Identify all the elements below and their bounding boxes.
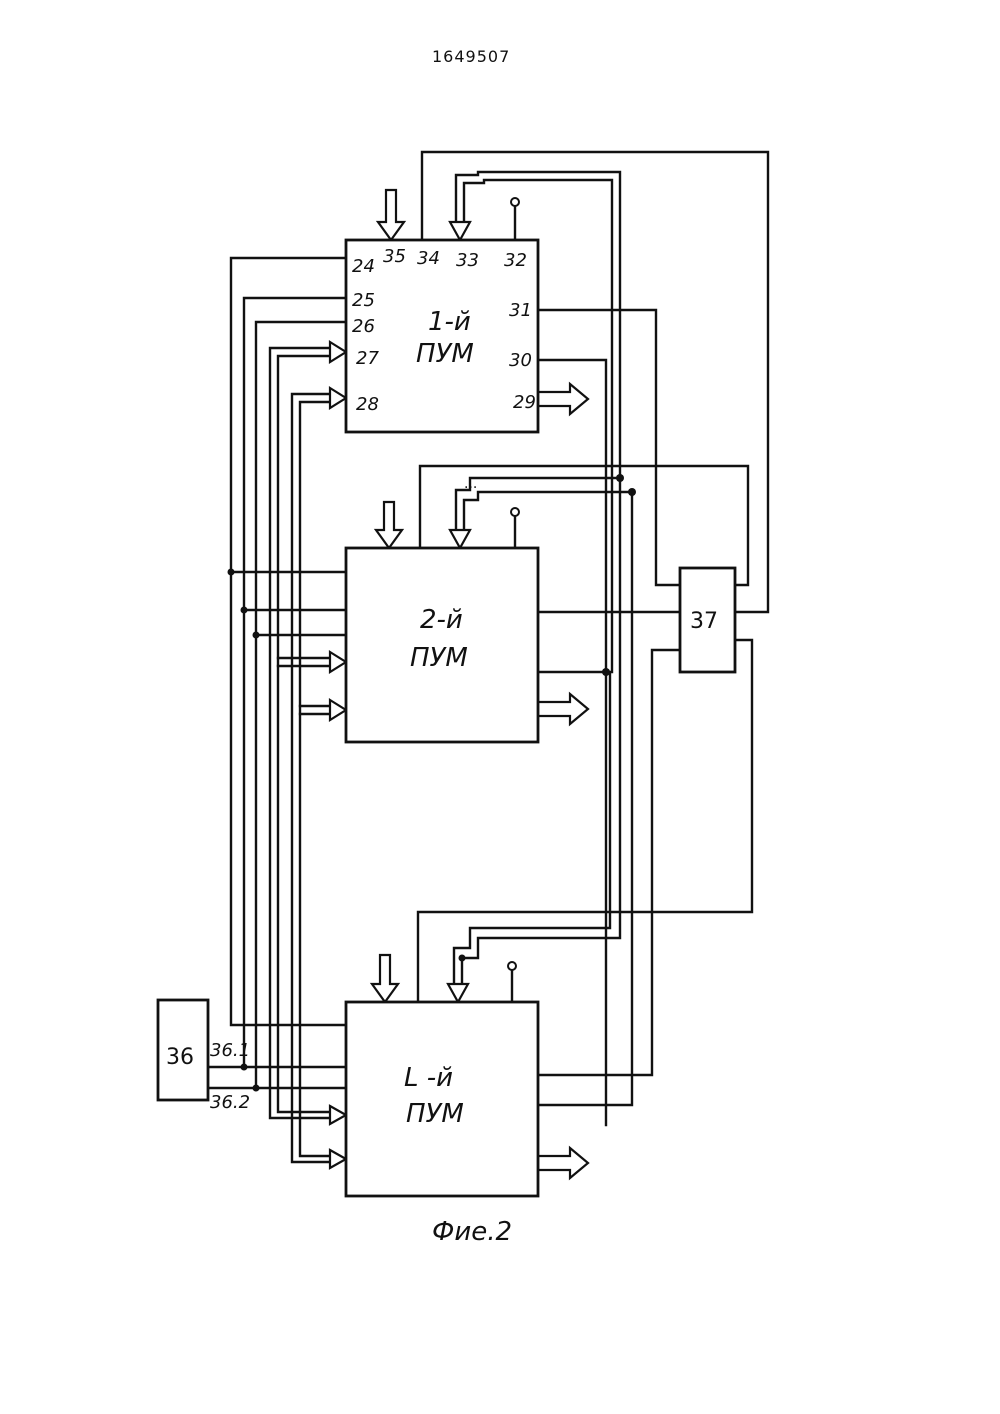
pum-l-title: L -й (404, 1063, 453, 1093)
pum-2-title: 2-й (420, 605, 463, 635)
block-36: 36 36.1 36.2 (158, 1000, 250, 1113)
pin-27: 27 (356, 348, 379, 369)
left-data-buses (270, 348, 330, 1162)
pin-29: 29 (513, 392, 536, 413)
bus-ellipsis: ... (464, 476, 477, 492)
pum-1-title: 1-й (428, 307, 471, 337)
pin-32: 32 (504, 250, 527, 271)
pum-l-subtitle: ПУМ (406, 1099, 464, 1129)
figure-caption: Фие.2 (432, 1217, 512, 1247)
block-36-label: 36 (166, 1045, 194, 1070)
pum-l-block: L -й ПУМ (346, 1002, 538, 1196)
pin-35: 35 (383, 246, 406, 267)
output-36-1: 36.1 (210, 1040, 250, 1061)
pin-33: 33 (456, 250, 479, 271)
pum-1-block: 1-й ПУМ 24 25 26 27 28 35 34 33 32 31 30… (346, 240, 538, 432)
output-36-2: 36.2 (210, 1092, 250, 1113)
pum-2-block: 2-й ПУМ (346, 548, 538, 742)
block-37: 37 (680, 568, 735, 672)
pin-34: 34 (417, 248, 440, 269)
pin-30: 30 (509, 350, 532, 371)
pin-24: 24 (352, 256, 375, 277)
bus-arrowheads (330, 342, 346, 1168)
document-number: 1649507 (432, 47, 510, 66)
pum-1-subtitle: ПУМ (416, 339, 474, 369)
block-37-label: 37 (690, 609, 718, 634)
pin-31: 31 (509, 300, 532, 321)
pin-25: 25 (352, 290, 375, 311)
output-arrows (538, 384, 588, 1178)
pin-26: 26 (352, 316, 375, 337)
pin-28: 28 (356, 394, 379, 415)
pum-2-subtitle: ПУМ (410, 643, 468, 673)
